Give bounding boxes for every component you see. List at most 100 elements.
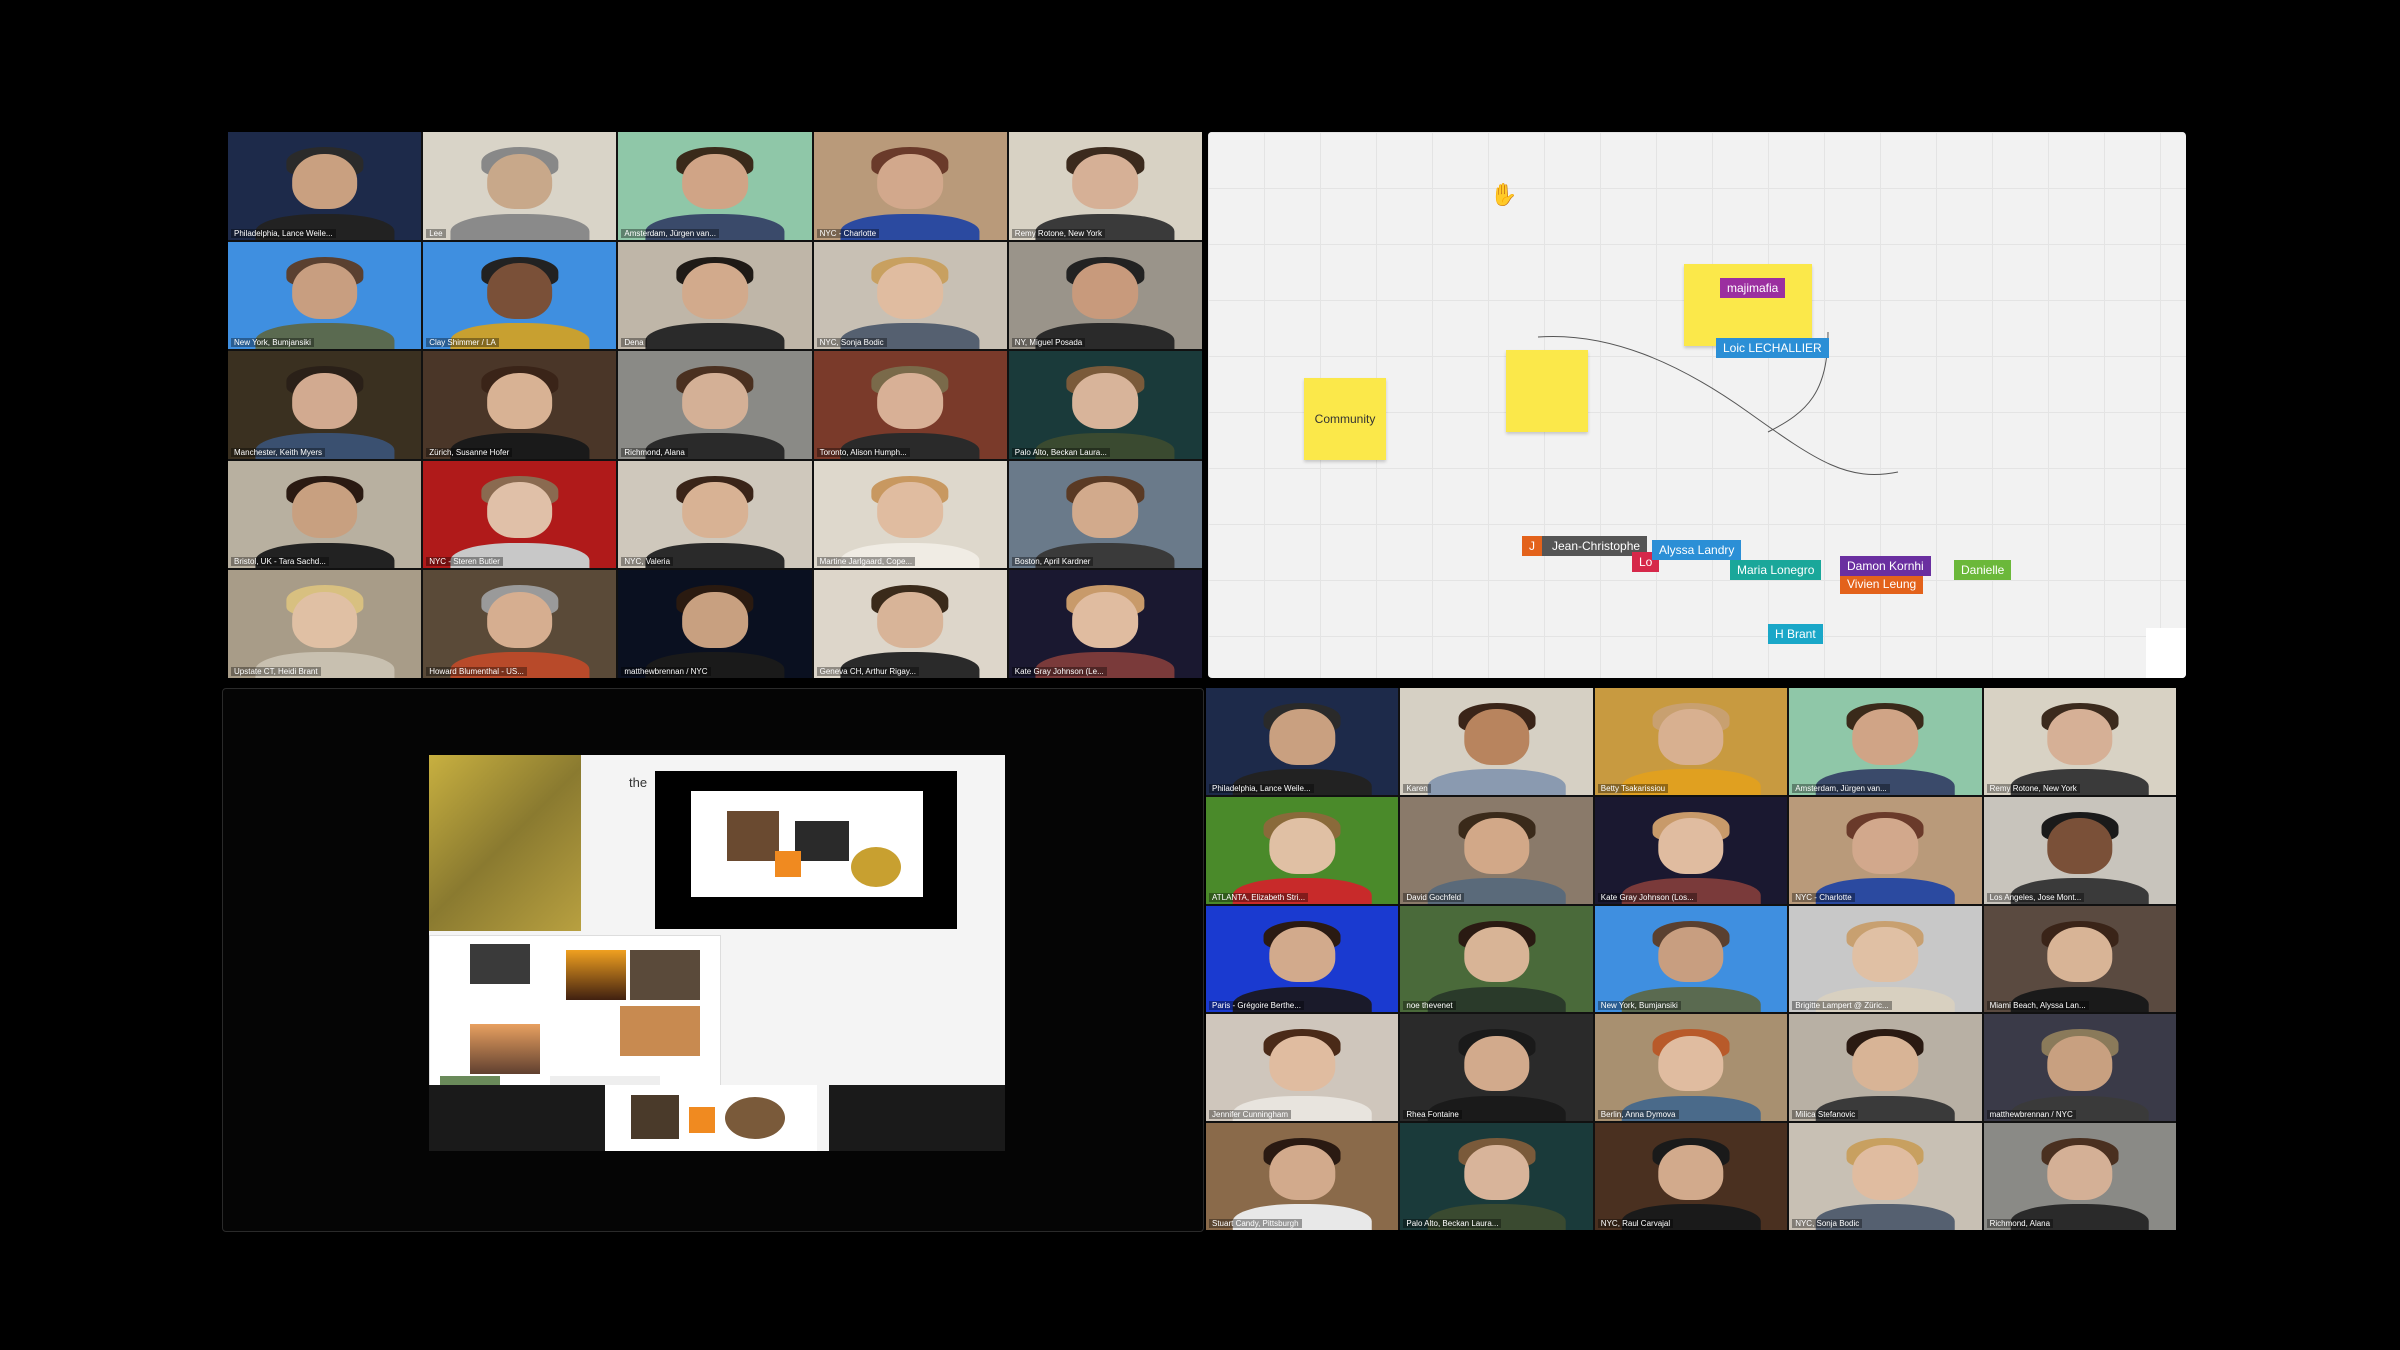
participant-video-tile[interactable]: Geneva CH, Arthur Rigay...	[813, 570, 1007, 678]
thumbnail	[795, 821, 849, 861]
participant-face	[1269, 1035, 1335, 1092]
participant-video-tile[interactable]: Milica Stefanovic	[1789, 1014, 1982, 1122]
participant-video-tile[interactable]: Philadelphia, Lance Weile...	[1206, 688, 1399, 795]
participant-video-tile[interactable]: Betty Tsakarissiou	[1594, 688, 1788, 795]
thumbnail	[620, 1006, 700, 1056]
participant-body	[1621, 1204, 1761, 1230]
participant-name-label: Clay Shimmer / LA	[426, 338, 499, 348]
participant-video-tile[interactable]: Zürich, Susanne Hofer	[423, 351, 617, 459]
participant-video-tile[interactable]: NYC - Charlotte	[813, 132, 1007, 240]
participant-video-tile[interactable]: NYC, Sonja Bodic	[1789, 1123, 1982, 1230]
cursor-label-damon: Damon Kornhi	[1840, 556, 1931, 576]
participant-face	[486, 153, 553, 210]
participant-name-label: NYC, Valeria	[621, 557, 674, 567]
participant-video-tile[interactable]: matthewbrennan / NYC	[618, 570, 812, 678]
participant-body	[645, 432, 785, 459]
participant-face	[1463, 709, 1530, 765]
participant-video-tile[interactable]: NYC, Valeria	[618, 460, 812, 569]
participant-body	[1621, 986, 1761, 1013]
participant-video-tile[interactable]: Miami Beach, Alyssa Lan...	[1983, 905, 2176, 1013]
participant-video-tile[interactable]: Bristol, UK - Tara Sachd...	[228, 460, 422, 569]
participant-video-tile[interactable]: Stuart Candy, Pittsburgh	[1206, 1123, 1399, 1230]
participant-video-tile[interactable]: NY, Miguel Posada	[1008, 241, 1202, 350]
participant-video-tile[interactable]: noe thevenet	[1400, 905, 1593, 1013]
participant-body	[255, 323, 395, 350]
participant-face	[2047, 926, 2113, 983]
participant-name-label: Remy Rotone, New York	[1011, 228, 1105, 238]
participant-face	[1072, 482, 1139, 539]
participant-video-tile[interactable]: Amsterdam, Jürgen van...	[1789, 688, 1982, 795]
participant-video-tile[interactable]: ATLANTA, Elizabeth Stri...	[1206, 796, 1399, 904]
participant-video-tile[interactable]: Lee	[423, 132, 617, 240]
participant-video-tile[interactable]: Howard Blumenthal - US...	[423, 570, 617, 678]
participant-video-tile[interactable]: Kate Gray Johnson (Le...	[1008, 570, 1202, 678]
participant-video-tile[interactable]: Martine Jarlgaard, Cope...	[813, 460, 1007, 569]
participant-name-label: Kate Gray Johnson (Le...	[1011, 666, 1107, 676]
participant-video-tile[interactable]: Upstate CT, Heidi Brant	[228, 570, 422, 678]
participant-video-tile[interactable]: Manchester, Keith Myers	[228, 351, 422, 459]
cursor-label-alyssa: Alyssa Landry	[1652, 540, 1742, 560]
participant-video-tile[interactable]: Karen	[1400, 688, 1593, 795]
participant-body	[2010, 1204, 2150, 1230]
participant-body	[2010, 769, 2150, 795]
participant-video-tile[interactable]: Berlin, Anna Dymova	[1594, 1014, 1788, 1122]
participant-video-tile[interactable]: Dena	[618, 241, 812, 350]
participant-face	[1658, 818, 1724, 874]
participant-video-tile[interactable]: Remy Rotone, New York	[1008, 132, 1202, 240]
participant-video-tile[interactable]: Toronto, Alison Humph...	[813, 351, 1007, 459]
participant-video-tile[interactable]: Richmond, Alana	[618, 351, 812, 459]
participant-video-tile[interactable]: NYC - Charlotte	[1789, 796, 1982, 904]
participant-body	[840, 652, 980, 678]
participant-video-tile[interactable]: Palo Alto, Beckan Laura...	[1008, 351, 1202, 459]
participant-name-label: Upstate CT, Heidi Brant	[231, 666, 321, 676]
participant-video-tile[interactable]: David Gochfeld	[1400, 796, 1593, 904]
participant-video-tile[interactable]: New York, Bumjansiki	[1594, 905, 1788, 1013]
participant-body	[1035, 542, 1175, 569]
participant-video-tile[interactable]: Philadelphia, Lance Weile...	[228, 132, 422, 240]
participant-face	[486, 591, 553, 648]
participant-face	[682, 153, 748, 210]
participant-video-tile[interactable]: Brigitte Lampert @ Züric...	[1789, 905, 1982, 1013]
participant-video-tile[interactable]: Clay Shimmer / LA	[423, 241, 617, 350]
participant-video-tile[interactable]: NYC, Raul Carvajal	[1594, 1123, 1788, 1230]
whiteboard-canvas[interactable]: ✋ Community majimafia Loic LECHALLIER Je…	[1208, 132, 2186, 678]
participant-video-tile[interactable]: matthewbrennan / NYC	[1983, 1014, 2176, 1122]
participant-body	[1816, 877, 1955, 904]
sticky-note[interactable]	[1506, 350, 1588, 432]
dark-panel	[429, 1085, 605, 1151]
minimap-corner[interactable]	[2146, 628, 2186, 678]
participant-name-label: NYC - Steren Butler	[426, 557, 503, 567]
participant-face	[291, 372, 358, 429]
participant-video-tile[interactable]: New York, Bumjansiki	[228, 241, 422, 350]
participant-video-tile[interactable]: Remy Rotone, New York	[1983, 688, 2176, 795]
participant-video-tile[interactable]: Amsterdam, Jürgen van...	[618, 132, 812, 240]
participant-face	[1463, 818, 1530, 874]
participant-video-tile[interactable]: Palo Alto, Beckan Laura...	[1400, 1123, 1593, 1230]
participant-name-label: Manchester, Keith Myers	[231, 447, 326, 457]
participant-name-label: Jennifer Cunningham	[1209, 1110, 1292, 1120]
participant-name-label: Richmond, Alana	[1986, 1219, 2054, 1228]
participant-name-label: NY, Miguel Posada	[1011, 338, 1086, 348]
sticky-note[interactable]	[1684, 264, 1812, 346]
participant-name-label: matthewbrennan / NYC	[621, 666, 711, 676]
participant-face	[291, 591, 358, 648]
participant-video-tile[interactable]: Jennifer Cunningham	[1206, 1014, 1399, 1122]
participant-video-tile[interactable]: Paris - Grégoire Berthe...	[1206, 905, 1399, 1013]
participant-video-tile[interactable]: Los Angeles, Jose Mont...	[1983, 796, 2176, 904]
sticky-note	[689, 1107, 715, 1133]
participant-face	[291, 153, 358, 210]
participant-name-label: Betty Tsakarissiou	[1597, 783, 1669, 793]
collage-strip	[605, 1085, 817, 1151]
participant-face	[682, 372, 748, 429]
participant-video-tile[interactable]: Rhea Fontaine	[1400, 1014, 1593, 1122]
participant-video-tile[interactable]: Richmond, Alana	[1983, 1123, 2176, 1230]
participant-video-tile[interactable]: Boston, April Kardner	[1008, 460, 1202, 569]
sticky-note-community[interactable]: Community	[1304, 378, 1386, 460]
participant-video-tile[interactable]: NYC, Sonja Bodic	[813, 241, 1007, 350]
participant-video-tile[interactable]: NYC - Steren Butler	[423, 460, 617, 569]
participant-video-tile[interactable]: Kate Gray Johnson (Los...	[1594, 796, 1788, 904]
participant-body	[1035, 213, 1175, 240]
participant-name-label: Berlin, Anna Dymova	[1597, 1110, 1679, 1120]
